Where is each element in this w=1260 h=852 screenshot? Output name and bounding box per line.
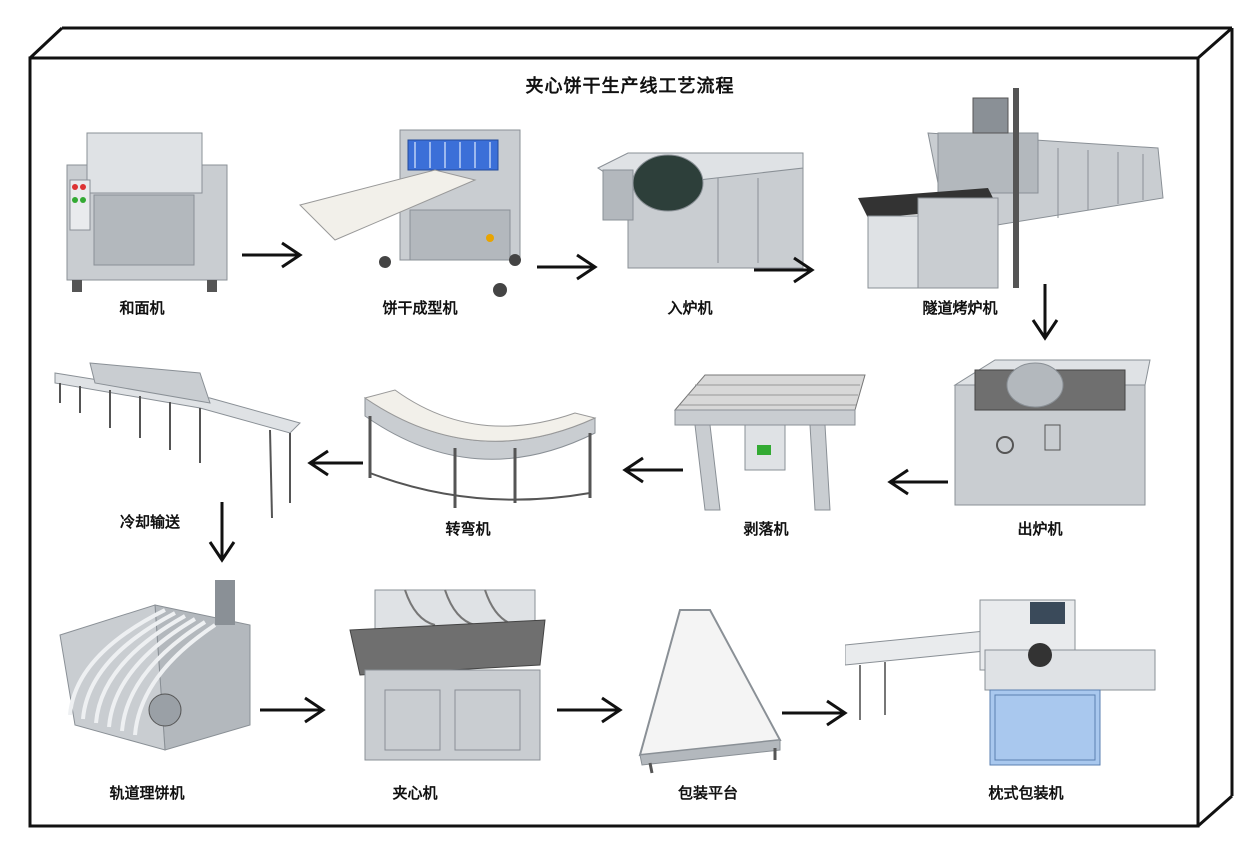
step-label-cooling-conveyor: 冷却输送 — [119, 513, 180, 531]
step-label-dough-mixer: 和面机 — [119, 299, 165, 317]
arrow-right-3 — [754, 256, 815, 284]
biscuit-stacking-machine-image — [59, 580, 251, 751]
arrow-down-1 — [1031, 284, 1059, 341]
dough-mixer-image — [66, 132, 228, 292]
arrow-right-1 — [242, 241, 303, 269]
step-label-pillow-packing-machine: 枕式包装机 — [988, 784, 1064, 802]
step-label-oven-discharge-machine: 出炉机 — [1017, 520, 1063, 538]
step-label-tunnel-oven: 隧道烤炉机 — [922, 299, 998, 317]
biscuit-forming-machine-image — [299, 129, 521, 297]
step-label-peeling-machine: 剥落机 — [743, 520, 789, 538]
arrow-right-2 — [537, 253, 598, 281]
step-label-sandwiching-machine: 夹心机 — [392, 784, 438, 802]
arrow-left-1 — [887, 468, 948, 496]
arrow-right-6 — [782, 699, 848, 727]
arrow-left-2 — [622, 456, 683, 484]
cooling-conveyor-image — [54, 362, 301, 519]
arrow-right-5 — [557, 696, 623, 724]
step-label-biscuit-forming-machine: 饼干成型机 — [382, 299, 458, 317]
arrow-right-4 — [260, 696, 326, 724]
step-label-oven-feeding-machine: 入炉机 — [667, 299, 713, 317]
arrow-left-3 — [307, 449, 363, 477]
turning-conveyor-image — [363, 389, 597, 508]
sandwiching-machine-image — [349, 589, 546, 761]
step-label-packing-table: 包装平台 — [677, 784, 738, 802]
packing-table-image — [638, 609, 782, 774]
arrow-down-2 — [208, 502, 236, 563]
peeling-machine-image — [673, 374, 866, 511]
step-label-turning-conveyor: 转弯机 — [445, 520, 491, 538]
oven-discharge-machine-image — [953, 359, 1151, 506]
diagram-title: 夹心饼干生产线工艺流程 — [525, 76, 735, 97]
step-label-biscuit-stacking-machine: 轨道理饼机 — [109, 784, 185, 802]
pillow-packing-machine-image — [845, 599, 1156, 766]
tunnel-oven-image — [858, 88, 1164, 289]
oven-feeding-machine-image — [597, 152, 804, 269]
